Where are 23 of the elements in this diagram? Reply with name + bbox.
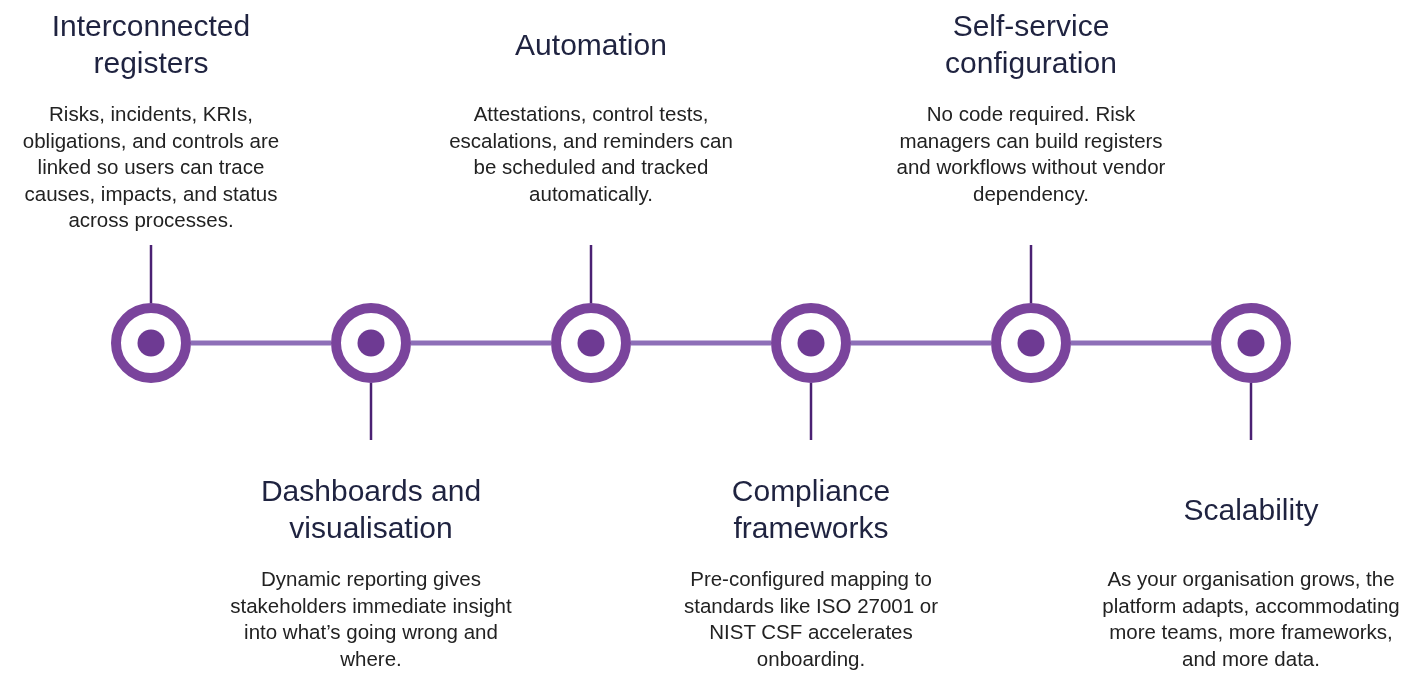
- entry-heading: Scalability: [1183, 491, 1319, 528]
- timeline-line: [631, 340, 771, 346]
- entry-description: Pre-configured mapping to standards like ISO 27001 or NIST CSF accelerates onboarding.: [682, 566, 940, 672]
- entry-heading: Interconnected registers: [50, 8, 252, 81]
- entry-heading: Dashboards and visualisation: [259, 473, 483, 546]
- entry-description: No code required. Risk managers can build registers and workflows without vendor dependency.: [895, 101, 1167, 207]
- leader-line: [809, 383, 813, 440]
- entry-heading: Self-service configuration: [944, 8, 1118, 81]
- entry-description: As your organisation grows, the platform adapts, accommodating more teams, more frameworks, and more data.: [1101, 566, 1401, 672]
- entry-description: Attestations, control tests, escalations, and reminders can be scheduled and tracked automatically.: [448, 101, 734, 207]
- leader-line: [1249, 383, 1253, 440]
- timeline-line: [851, 340, 991, 346]
- entry-heading: Compliance frameworks: [730, 473, 892, 546]
- leader-line: [149, 245, 153, 303]
- entry-description: Dynamic reporting gives stakeholders immediate insight into what’s going wrong and where.: [229, 566, 513, 672]
- timeline-line: [191, 340, 331, 346]
- entry-description: Risks, incidents, KRIs, obligations, and controls are linked so users can trace causes, impacts, and status across processes.: [21, 101, 281, 233]
- timeline-line: [1071, 340, 1211, 346]
- timeline-line: [411, 340, 551, 346]
- leader-line: [1029, 245, 1033, 303]
- leader-line: [589, 245, 593, 303]
- leader-line: [369, 383, 373, 440]
- entry-heading: Automation: [515, 26, 667, 63]
